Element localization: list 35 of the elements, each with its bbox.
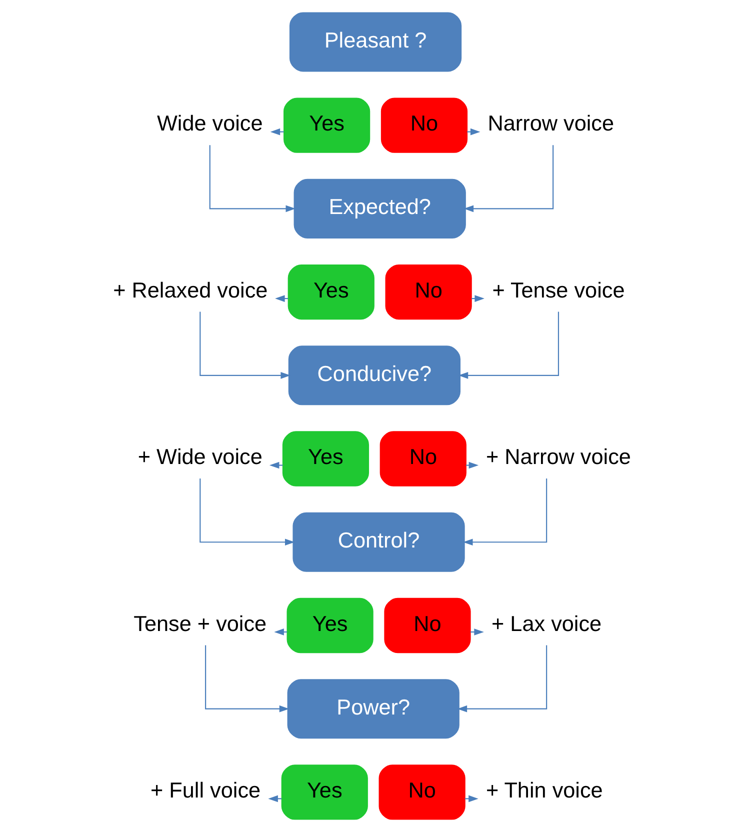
node-box: Pleasant ? (288, 12, 462, 72)
node-box: Yes (282, 431, 369, 486)
arrow (199, 312, 290, 379)
node-box: Conducive? (288, 346, 460, 406)
node-box: Expected? (293, 178, 466, 238)
node-box: No (384, 264, 472, 320)
node-text: + Wide voice (137, 444, 262, 470)
arrow (208, 145, 296, 212)
arrow (268, 462, 282, 469)
arrow (463, 145, 554, 212)
node-box: Power? (286, 679, 459, 739)
node-box: No (380, 98, 468, 153)
node-text: + Tense voice (492, 277, 624, 302)
node-text: + Thin voice (485, 778, 602, 803)
arrow (462, 478, 547, 546)
node-box: Yes (283, 98, 370, 153)
node-text: + Lax voice (491, 610, 602, 636)
arrow (465, 462, 478, 469)
node-box: Yes (287, 264, 374, 320)
arrow (456, 645, 547, 712)
node-box: No (378, 764, 465, 820)
arrow (199, 478, 294, 546)
arrow (204, 645, 289, 712)
node-text: + Full voice (150, 778, 260, 803)
node-text: + Narrow voice (486, 444, 630, 470)
node-box: Yes (280, 764, 368, 820)
node-box: Yes (286, 598, 373, 654)
arrow (458, 312, 559, 379)
node-text: + Relaxed voice (112, 277, 268, 302)
node-box: No (379, 431, 466, 486)
node-text: Narrow voice (487, 110, 614, 136)
node-text: Wide voice (156, 110, 262, 136)
node-box: No (384, 598, 470, 654)
node-box: Control? (292, 512, 464, 572)
node-text: Tense + voice (133, 610, 266, 636)
